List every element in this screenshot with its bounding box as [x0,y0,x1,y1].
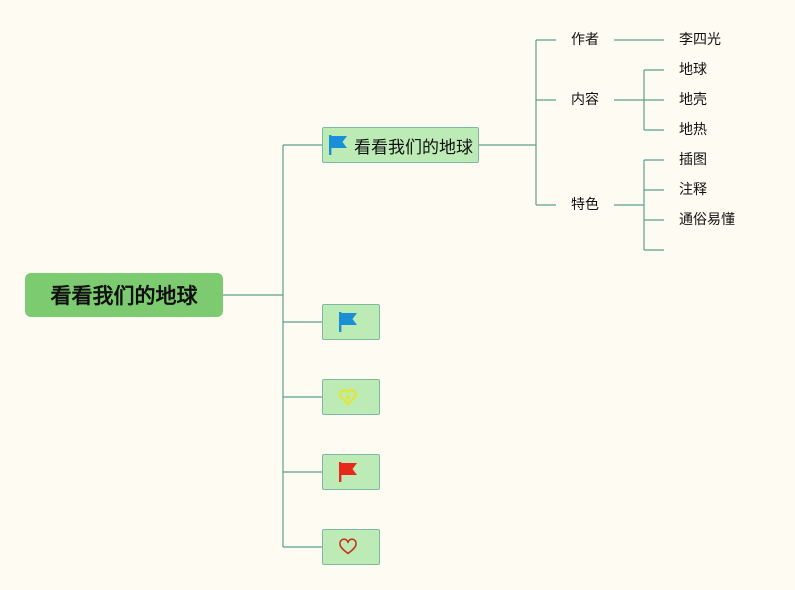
leaf-content-2[interactable]: 地壳 [679,92,707,108]
blue-flag-icon [328,134,348,156]
connector-lines [223,39,664,548]
leaf-author-name[interactable]: 李四光 [679,32,721,48]
blue-flag-icon [338,311,358,333]
main-topic-1[interactable]: 看看我们的地球 [322,127,479,163]
red-heart-outline-icon [338,537,358,557]
leaf-content-3[interactable]: 地热 [679,122,707,138]
leaf-feature-1[interactable]: 插图 [679,152,707,168]
leaf-content-1[interactable]: 地球 [679,62,707,78]
leaf-feature-2[interactable]: 注释 [679,182,707,198]
yellow-heart-icon [338,387,358,407]
main-topic-3[interactable] [322,379,380,415]
leaf-feature-3[interactable]: 通俗易懂 [679,212,735,228]
subtopic-features[interactable]: 特色 [571,197,599,213]
red-flag-icon [338,461,358,483]
main-topic-2[interactable] [322,304,380,340]
subtopic-author[interactable]: 作者 [571,32,599,48]
root-topic-label: 看看我们的地球 [50,284,198,308]
main-topic-5[interactable] [322,529,380,565]
root-topic[interactable]: 看看我们的地球 [25,273,223,317]
main-topic-4[interactable] [322,454,380,490]
subtopic-content[interactable]: 内容 [571,92,599,108]
main-topic-1-label: 看看我们的地球 [354,137,473,158]
